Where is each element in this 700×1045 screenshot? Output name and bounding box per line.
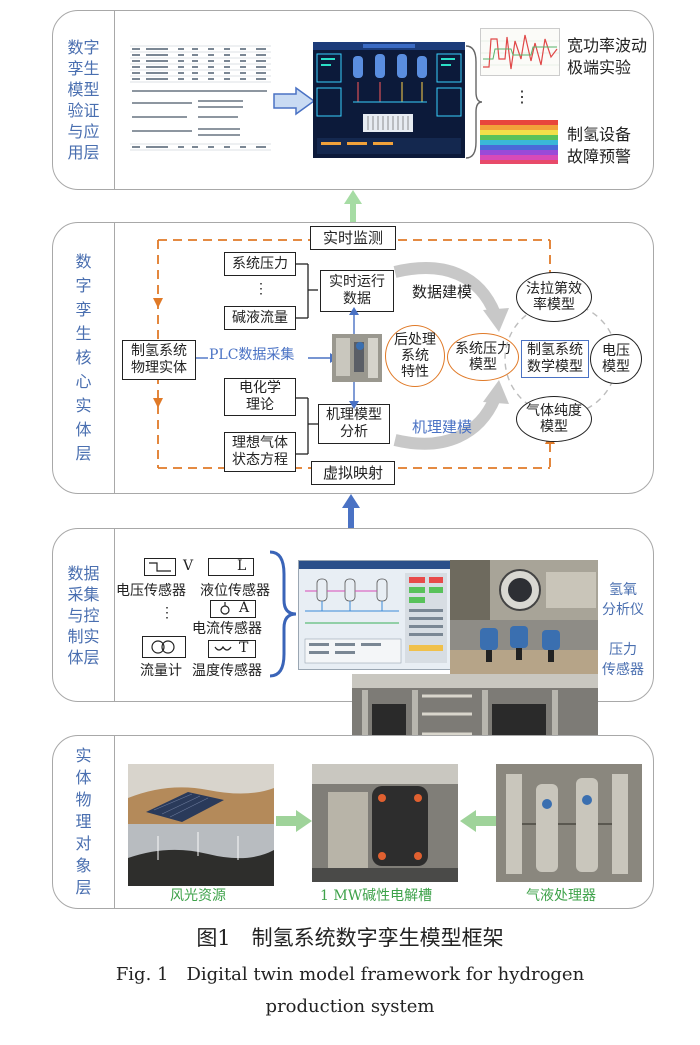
flow-arrow-2 (460, 810, 496, 832)
physical-entity-box: 制氢系统 物理实体 (122, 340, 196, 380)
figure-caption-en-line2: production system (265, 996, 435, 1017)
lye-flow-box: 碱液流量 (224, 306, 296, 330)
math-model-box: 制氢系统 数学模型 (521, 340, 589, 378)
equipment-photo-core (332, 334, 382, 382)
up-arrow-blue (342, 494, 360, 528)
data-table-graphic (130, 45, 271, 151)
scada-screenshot (298, 560, 452, 670)
ellipsis-data: ⋮ (160, 605, 174, 621)
wind-solar-label: 风光资源 (170, 888, 226, 904)
app-fault-warning: 制氢设备 故障预警 (567, 125, 632, 166)
app-wide-power: 宽功率波动 极端实验 (567, 36, 648, 77)
pressure-sensor-photo (450, 620, 598, 674)
layer-title: 实 体 物 理 对 象 层 (75, 746, 92, 897)
electrolyzer-photo (312, 764, 458, 882)
ellipsis-top: ⋮ (514, 87, 530, 106)
layer-title: 数据 采集 与控 制实 体层 (67, 563, 100, 667)
pressure-sensor-graphic (450, 620, 598, 674)
voltage-symbol: V (183, 558, 194, 574)
fault-warning-thumbnail (480, 120, 558, 164)
wind-solar-graphic (128, 764, 274, 886)
top-brace (465, 45, 483, 159)
electrolyzer-graphic (312, 764, 458, 882)
realtime-monitor-label: 实时监测 (310, 226, 396, 250)
wind-solar-photo (128, 764, 274, 886)
wave-chart-graphic (481, 34, 559, 70)
layer-label: 数字 孪生 模型 验证 与应 用层 (53, 11, 115, 189)
electrolyzer-label: 1 MW碱性电解槽 (320, 888, 433, 904)
current-sensor-icon: A (210, 600, 256, 618)
realtime-data-box: 实时运行 数据 (320, 270, 394, 312)
voltage-sensor-label: 电压传感器 (116, 583, 186, 599)
data-table-formula-image (128, 40, 273, 160)
voltage-sensor-shape (149, 562, 171, 572)
current-symbol: A (239, 600, 250, 616)
layer-title: 数字 孪生 模型 验证 与应 用层 (67, 38, 100, 162)
scada-graphic (299, 561, 451, 664)
mechanism-model-box: 机理模型 分析 (318, 404, 390, 444)
figure-caption-cn: 图1 制氢系统数字孪生模型框架 (196, 926, 504, 950)
mechanism-modeling-label: 机理建模 (412, 418, 473, 436)
electrochem-box: 电化学 理论 (224, 378, 296, 416)
layer-title: 数 字 孪 生 核 心 实 体 层 (75, 252, 92, 463)
wave-chart-thumbnail (480, 28, 560, 76)
sensor-brace (269, 550, 297, 678)
figure-caption-en-line1: Fig. 1 Digital twin model framework for … (115, 964, 585, 985)
gas-liquid-label: 气液处理器 (526, 888, 596, 904)
fault-warning-graphic (480, 120, 558, 164)
analyzer-photo (450, 560, 598, 620)
curved-arrows (393, 262, 509, 450)
current-sensor-shape (220, 602, 230, 615)
h2o2-analyzer-label: 氢氧 分析仪 (602, 582, 644, 618)
dashboard-graphic (313, 42, 465, 154)
level-sensor-label: 液位传感器 (200, 583, 270, 599)
level-sensor-icon: L (208, 558, 254, 576)
gas-liquid-graphic (496, 764, 642, 882)
voltage-sensor-icon: V (144, 558, 193, 576)
pressure-model-ellipse: 系统压力 模型 (447, 333, 519, 381)
ideal-gas-box: 理想气体 状态方程 (224, 432, 296, 472)
equipment-photo-graphic (332, 334, 382, 382)
arrow-to-dashboard (273, 86, 316, 116)
temp-sensor-label: 温度传感器 (192, 663, 262, 679)
post-process-ellipse: 后处理 系统 特性 (385, 325, 445, 387)
ellipsis-core: ⋮ (254, 281, 268, 297)
current-sensor-label: 电流传感器 (192, 621, 262, 637)
temp-symbol: T (239, 640, 249, 656)
flowmeter-label: 流量计 (140, 663, 182, 679)
temp-sensor-icon: T (208, 640, 256, 658)
voltage-ellipse: 电压 模型 (590, 334, 642, 384)
flowmeter-shape (151, 640, 175, 654)
temp-sensor-shape (214, 645, 232, 651)
plc-label: PLC数据采集 (209, 347, 295, 363)
virtual-mapping-label: 虚拟映射 (311, 461, 395, 485)
data-modeling-label: 数据建模 (412, 283, 473, 301)
digital-twin-dashboard (313, 42, 465, 158)
gas-liquid-processor-photo (496, 764, 642, 882)
flow-arrow-1 (276, 810, 312, 832)
flowmeter-icon (142, 636, 186, 658)
pressure-sensor-label: 压力 传感器 (602, 642, 644, 678)
system-pressure-box: 系统压力 (224, 252, 296, 276)
analyzer-photo-graphic (450, 560, 598, 620)
layer-label: 实 体 物 理 对 象 层 (53, 736, 115, 908)
up-arrow-green (344, 190, 362, 222)
layer-label: 数据 采集 与控 制实 体层 (53, 529, 115, 701)
layer-label: 数 字 孪 生 核 心 实 体 层 (53, 223, 115, 493)
level-symbol: L (237, 558, 247, 574)
faraday-ellipse: 法拉第效 率模型 (516, 272, 592, 322)
purity-ellipse: 气体纯度 模型 (516, 396, 592, 442)
